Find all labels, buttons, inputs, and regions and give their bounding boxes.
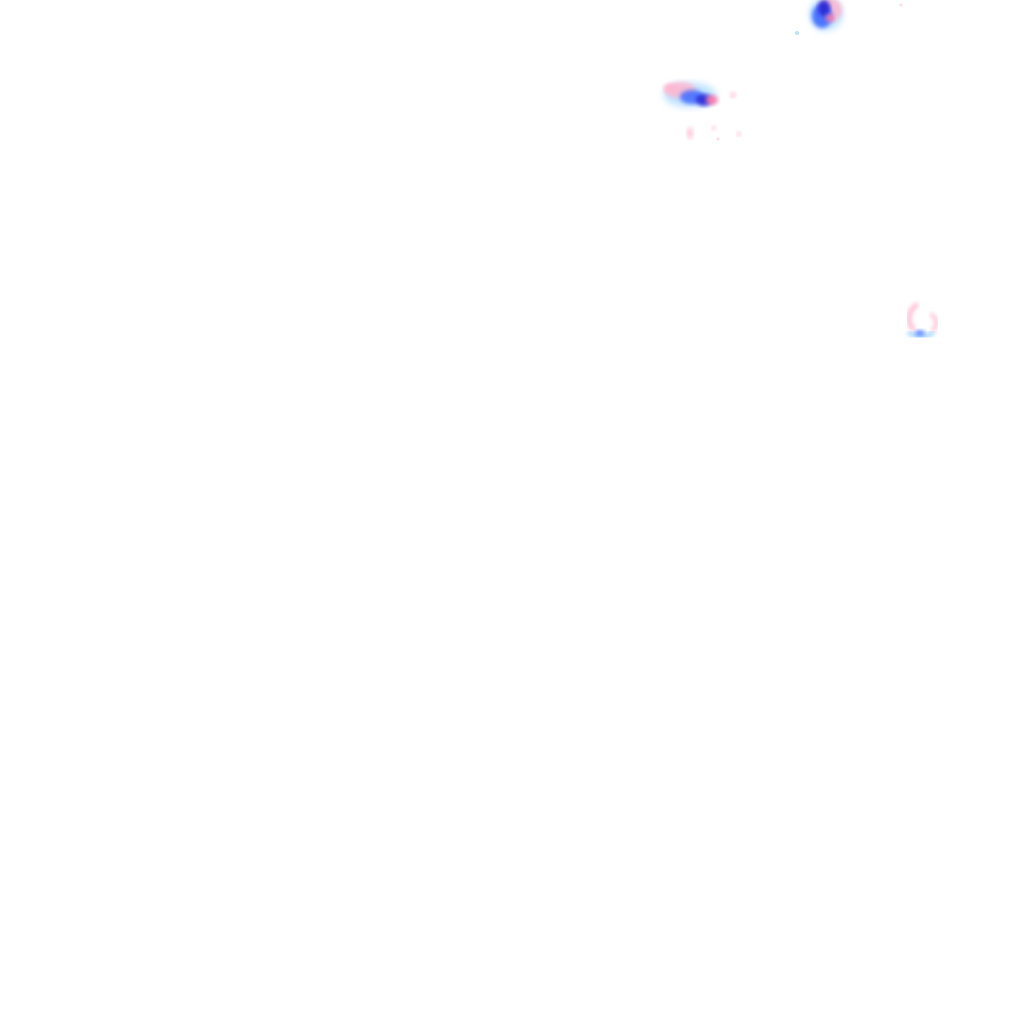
echo-medium <box>915 330 925 336</box>
echo-ring-base <box>906 329 936 339</box>
echo-speck <box>899 3 903 7</box>
echo-cell-north <box>795 0 903 35</box>
echo-heavy <box>818 0 830 16</box>
echo-speck <box>711 125 717 131</box>
echo-speck <box>795 31 799 35</box>
echo-ring-arc <box>928 312 939 333</box>
echo-core <box>826 14 834 22</box>
echo-scatter-west <box>687 125 742 141</box>
echo-cell-west <box>664 82 736 107</box>
echo-speck <box>687 127 693 139</box>
echo-ring-arc <box>906 301 920 332</box>
echo-speck <box>736 131 742 137</box>
echo-speck <box>730 92 736 98</box>
echo-core <box>706 95 718 105</box>
echo-pink <box>664 84 676 92</box>
echo-speck <box>716 137 720 141</box>
echo-ring-east <box>906 301 939 339</box>
